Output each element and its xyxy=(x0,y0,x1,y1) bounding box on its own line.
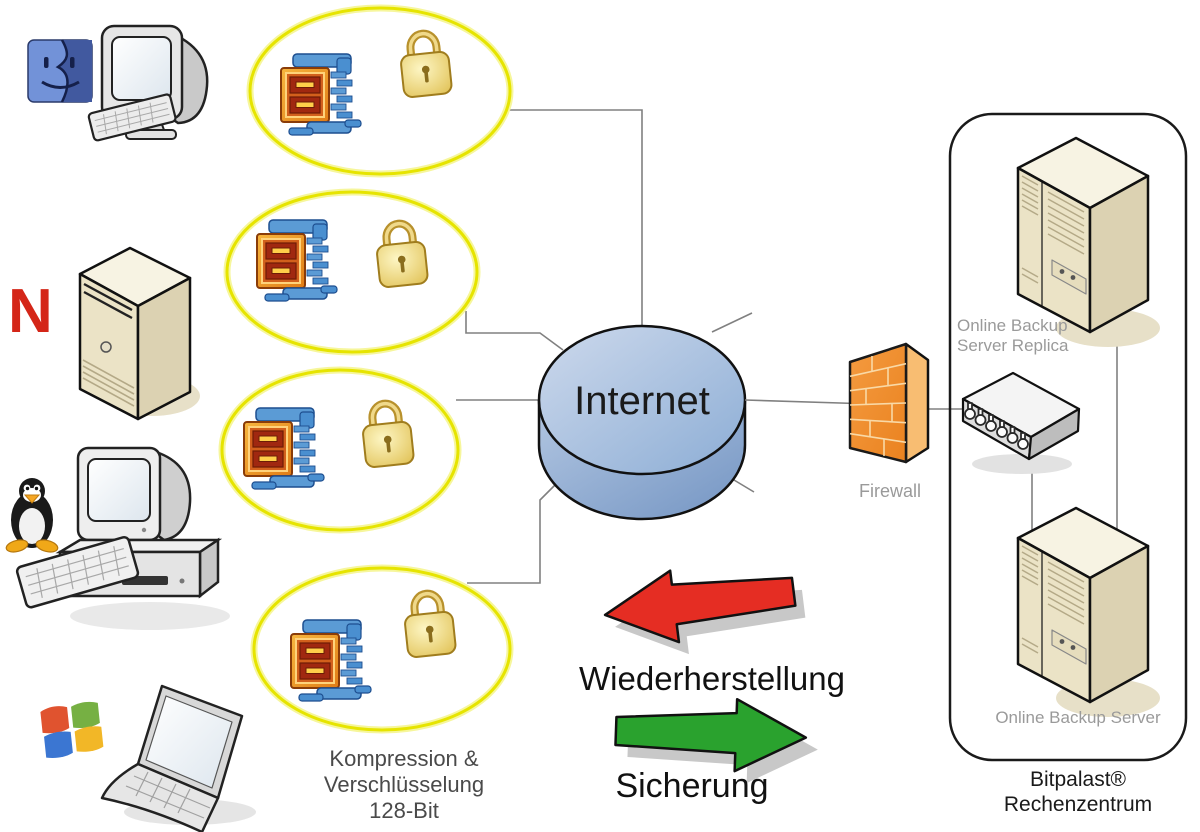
compression-group-3 xyxy=(218,366,462,534)
link-ellipse4-internet xyxy=(467,477,563,584)
network-switch-icon xyxy=(961,371,1081,461)
backup-arrow-right xyxy=(614,697,808,773)
internet-label: Internet xyxy=(574,379,710,423)
link-ellipse2-internet xyxy=(465,311,564,351)
compression-group-4 xyxy=(250,564,514,734)
novell-client: N xyxy=(8,246,200,421)
datacenter-label: Bitpalast® Rechenzentrum xyxy=(1004,768,1152,816)
linux-keyboard xyxy=(15,535,140,609)
windows-laptop xyxy=(100,684,244,832)
switch-ports xyxy=(964,402,1029,450)
laptop-base xyxy=(100,762,220,832)
online-backup-server-icon xyxy=(1016,506,1150,704)
laptop-screen xyxy=(145,695,233,789)
crt-screen xyxy=(87,458,151,522)
highlight-ellipse xyxy=(220,368,460,532)
windows-logo-icon xyxy=(40,701,104,758)
backup-server-label: Online Backup Server xyxy=(995,708,1161,727)
link-ellipse1-internet xyxy=(505,109,643,332)
datacenter-label-line2: Rechenzentrum xyxy=(1004,793,1152,816)
online-backup-server-replica-icon xyxy=(1016,136,1150,334)
restore-arrow-label: Wiederherstellung xyxy=(579,660,845,697)
crt-screen xyxy=(111,36,172,101)
highlight-ellipse xyxy=(225,190,479,354)
compression-groups xyxy=(218,4,514,734)
internet-cylinder-icon: Internet xyxy=(537,324,747,521)
firewall-label: Firewall xyxy=(859,481,921,501)
compression-group-1 xyxy=(246,4,514,178)
compression-group-2 xyxy=(223,188,481,356)
mac-keyboard xyxy=(87,93,177,142)
restore-arrow-group: Wiederherstellung xyxy=(579,569,845,697)
highlight-ellipse xyxy=(248,6,512,176)
linux-tux-icon xyxy=(5,478,59,553)
datacenter-label-line1: Bitpalast® xyxy=(1030,768,1127,791)
windows-client xyxy=(40,684,256,832)
datacenter-boundary-box xyxy=(948,112,1188,762)
mac-client xyxy=(27,24,209,142)
highlight-ellipse xyxy=(252,566,512,732)
novell-logo: N xyxy=(8,277,53,346)
compression-caption-line3: 128-Bit xyxy=(369,798,439,823)
firewall-brick-icon xyxy=(848,342,930,464)
linux-client xyxy=(5,446,230,630)
firewall-mortar-lines xyxy=(849,356,907,456)
mac-computer xyxy=(87,24,209,142)
restore-arrow-left xyxy=(603,569,797,644)
internet-stub-upper-right xyxy=(711,312,753,333)
compression-caption: Kompression & Verschlüsselung 128-Bit xyxy=(324,746,484,823)
novell-server-tower xyxy=(78,246,192,421)
backup-arrow-group: Sicherung xyxy=(614,697,818,805)
replica-label-line1: Online Backup xyxy=(957,316,1068,335)
replica-server-label: Online Backup Server Replica xyxy=(957,316,1069,355)
backup-arrow-label: Sicherung xyxy=(615,767,768,805)
compression-caption-line1: Kompression & xyxy=(329,746,479,771)
switch-shadow xyxy=(972,454,1072,474)
compression-caption-line2: Verschlüsselung xyxy=(324,772,484,797)
switch-side xyxy=(1027,407,1081,461)
firewall-side xyxy=(904,342,930,464)
mac-finder-icon xyxy=(27,39,93,103)
linux-pc-shadow xyxy=(70,602,230,630)
replica-label-line2: Server Replica xyxy=(957,336,1069,355)
